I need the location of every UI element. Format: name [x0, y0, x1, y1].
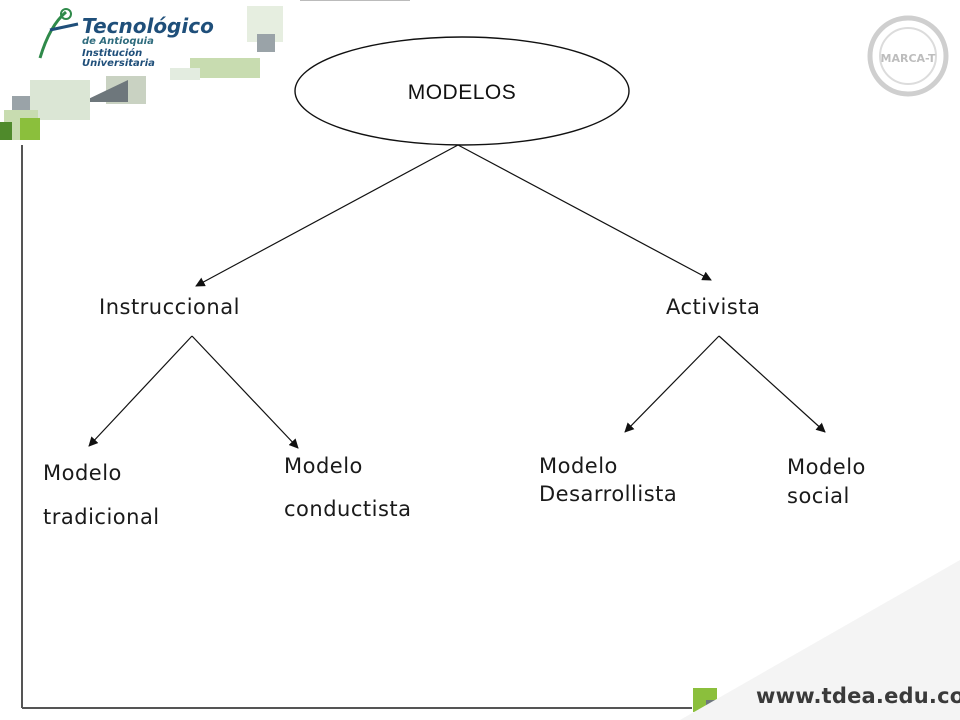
leaf-tradicional-line2: tradicional [43, 505, 160, 529]
website-link[interactable]: www.tdea.edu.co [756, 684, 960, 708]
leaf-desarrollista-line1: Modelo [539, 454, 618, 478]
logo-line2: de Antioquia [82, 36, 154, 47]
edge-instruccional-conductista [191, 335, 299, 449]
logo-line3: Institución Universitaria [82, 48, 155, 69]
leaf-tradicional-line1: Modelo [43, 461, 122, 485]
logo-line1: Tecnológico [82, 14, 214, 38]
branch-activista: Activista [666, 295, 761, 319]
branch-instruccional: Instruccional [99, 295, 240, 319]
quality-seal-icon [867, 15, 949, 97]
root-node-ellipse [294, 36, 630, 146]
root-node-label: MODELOS [408, 81, 517, 104]
leaf-social-line2: social [787, 484, 850, 508]
edge-activista-social [718, 335, 826, 433]
decor-squares-top [0, 6, 283, 140]
edge-activista-desarrollista [624, 335, 720, 433]
leaf-social-line1: Modelo [787, 455, 866, 479]
leaf-conductista-line2: conductista [284, 497, 412, 521]
logo-text: Tecnológico de Antioquia Institución Uni… [82, 14, 214, 69]
edge-root-activista [457, 144, 712, 281]
edge-root-instruccional [195, 144, 459, 287]
leaf-conductista-line1: Modelo [284, 454, 363, 478]
leaf-desarrollista-line2: Desarrollista [539, 482, 678, 506]
edge-instruccional-tradicional [88, 335, 193, 447]
decor-sweep [680, 560, 960, 720]
seal-text: MARCA-T [881, 52, 936, 65]
logo-emblem-icon [38, 8, 79, 59]
